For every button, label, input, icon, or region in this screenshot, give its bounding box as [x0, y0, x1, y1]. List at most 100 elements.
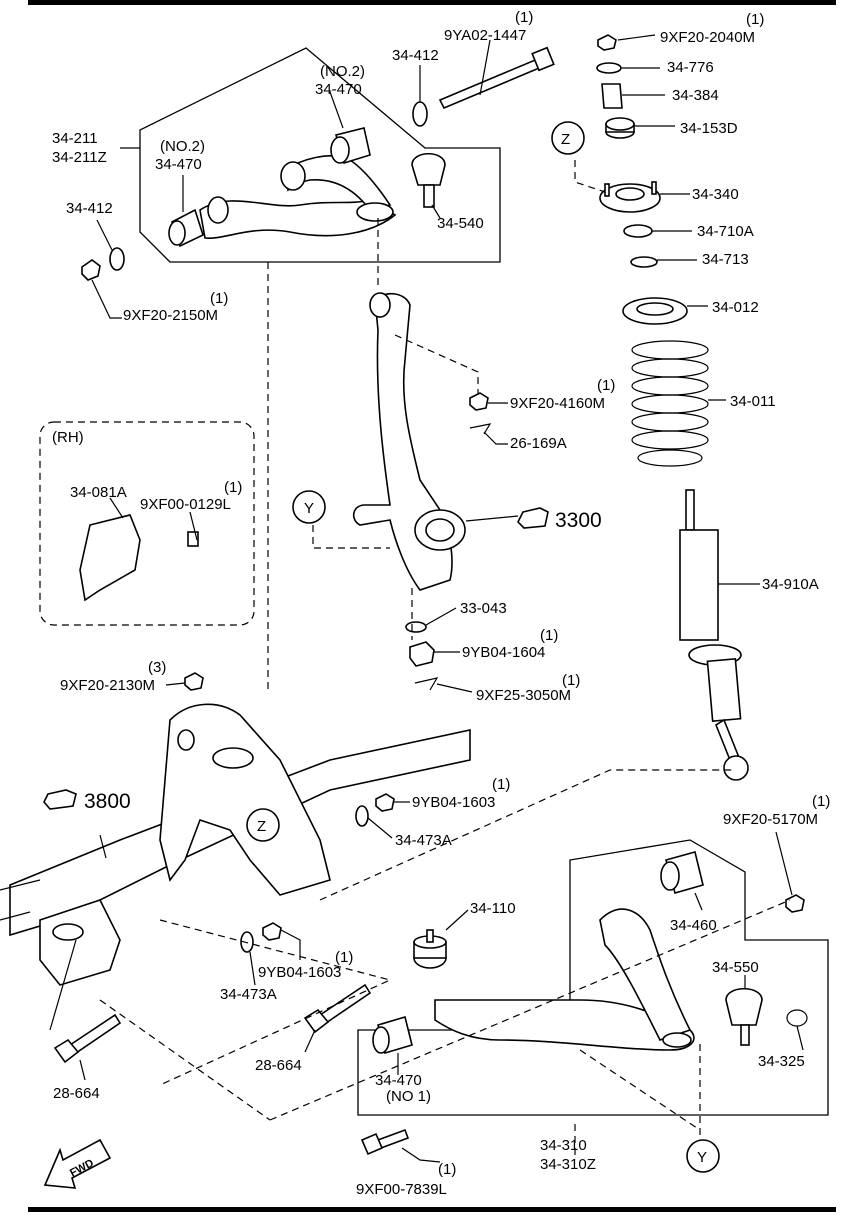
label-part: 9YB04-1603: [258, 964, 341, 981]
label-part: 34-340: [692, 186, 739, 203]
label-note: (RH): [52, 429, 84, 446]
ref-letter: Y: [304, 500, 314, 517]
ref-letter: Z: [257, 818, 266, 835]
label-part: 34-910A: [762, 576, 819, 593]
label-part: 9XF00-7839L: [356, 1181, 447, 1198]
label-part: 9XF20-2150M: [123, 307, 218, 324]
label-qty: (1): [562, 672, 580, 689]
label-part: 34-470: [375, 1072, 422, 1089]
label-part: 34-310: [540, 1137, 587, 1154]
bolt-28-664-b: [303, 983, 372, 1034]
washer-34-412-left: [109, 247, 125, 271]
nut-9yb04-1603-a: [375, 793, 395, 812]
label-part: 34-776: [667, 59, 714, 76]
label-qty: (1): [335, 949, 353, 966]
dash-y-mid: [312, 525, 390, 549]
circle-y-bottom: [686, 1139, 720, 1173]
label-qty: (3): [148, 659, 166, 676]
label-part: 34-470: [155, 156, 202, 173]
upper-control-arm: [199, 155, 397, 239]
ref-arrow-3300: [517, 507, 549, 529]
washer-34-776: [596, 62, 622, 74]
bump-stopper-34-110: [413, 929, 447, 969]
label-part: 33-043: [460, 600, 507, 617]
label-note: (NO.2): [160, 138, 205, 155]
label-part: 34-081A: [70, 484, 127, 501]
label-part: 34-211Z: [52, 149, 107, 166]
ref-number: 3300: [555, 509, 602, 532]
label-note: (NO.2): [320, 63, 365, 80]
label-part: 34-412: [66, 200, 113, 217]
label-part: 9YA02-1447: [444, 27, 526, 44]
steering-knuckle: [352, 292, 466, 591]
label-part: 28-664: [255, 1057, 302, 1074]
label-part: 34-211: [52, 130, 98, 147]
label-part: 9YB04-1603: [412, 794, 495, 811]
bolt-9xf00-7839l: [360, 1128, 410, 1156]
ref-letter: Z: [561, 131, 570, 148]
washer-34-473a-b: [240, 931, 254, 953]
shock-absorber-34-910a: [679, 489, 749, 781]
bushing-34-470-lower: [372, 1015, 413, 1055]
nut-9xf20-2040m: [597, 34, 617, 51]
label-part: 34-540: [437, 215, 484, 232]
cotter-pin-9xf25-3050m: [414, 677, 439, 691]
dash-bottom-left: [99, 999, 271, 1121]
dash-z-top: [574, 160, 606, 193]
label-part: 9XF00-0129L: [140, 496, 231, 513]
dash-frame-to-shock: [319, 769, 735, 901]
bolt-28-664-a: [53, 1013, 122, 1064]
spring-seat-34-012: [622, 297, 688, 325]
rh-inset-frame: [39, 421, 255, 626]
label-part: 9XF25-3050M: [476, 687, 571, 704]
ball-joint-34-550: [725, 988, 763, 1046]
dash-lower-long: [269, 899, 791, 1121]
label-qty: (1): [438, 1161, 456, 1178]
label-part: 34-011: [730, 393, 776, 410]
label-part: 34-012: [712, 299, 759, 316]
bushing-34-460: [660, 851, 704, 894]
dash-lower-bottom: [579, 1049, 701, 1131]
washer-34-412-top: [412, 101, 428, 127]
label-part: 34-470: [315, 81, 362, 98]
nut-9xf20-2130m: [184, 672, 204, 691]
label-part: 34-110: [470, 900, 516, 917]
bushing-34-470-upper-b: [168, 208, 204, 248]
label-part: 34-153D: [680, 120, 738, 137]
label-part: 9XF20-2040M: [660, 29, 755, 46]
label-qty: (1): [210, 290, 228, 307]
label-qty: (1): [492, 776, 510, 793]
label-qty: (1): [812, 793, 830, 810]
nut-9xf20-4160m: [469, 392, 489, 411]
ref-letter: Y: [697, 1149, 707, 1166]
label-part: 34-325: [758, 1053, 805, 1070]
label-part: 34-460: [670, 917, 717, 934]
label-part: 9YB04-1604: [462, 644, 545, 661]
nut-9yb04-1604: [409, 641, 435, 667]
label-part: 9XF20-5170M: [723, 811, 818, 828]
label-part: 28-664: [53, 1085, 100, 1102]
label-part: 9XF20-4160M: [510, 395, 605, 412]
ref-arrow-3800: [43, 789, 77, 810]
coil-spring-34-011: [631, 340, 709, 467]
label-part: 34-473A: [220, 986, 277, 1003]
bottom-rule: [28, 1207, 836, 1212]
label-part: 26-169A: [510, 435, 567, 452]
fwd-arrow-icon: [43, 1138, 112, 1189]
label-part: 34-713: [702, 251, 749, 268]
circle-z-mid: [246, 808, 280, 842]
label-qty: (1): [746, 11, 764, 28]
label-qty: (1): [515, 9, 533, 26]
washer-34-473a-a: [355, 805, 369, 827]
label-qty: (1): [597, 377, 615, 394]
lower-arm-group-frame: [357, 839, 829, 1116]
bolt-9ya02-1447: [438, 46, 555, 110]
label-part: 34-473A: [395, 832, 452, 849]
label-qty: (1): [224, 479, 242, 496]
top-rule: [28, 0, 836, 5]
circle-y-mid: [292, 490, 326, 524]
label-note: (NO 1): [386, 1088, 431, 1105]
label-part: 34-710A: [697, 223, 754, 240]
